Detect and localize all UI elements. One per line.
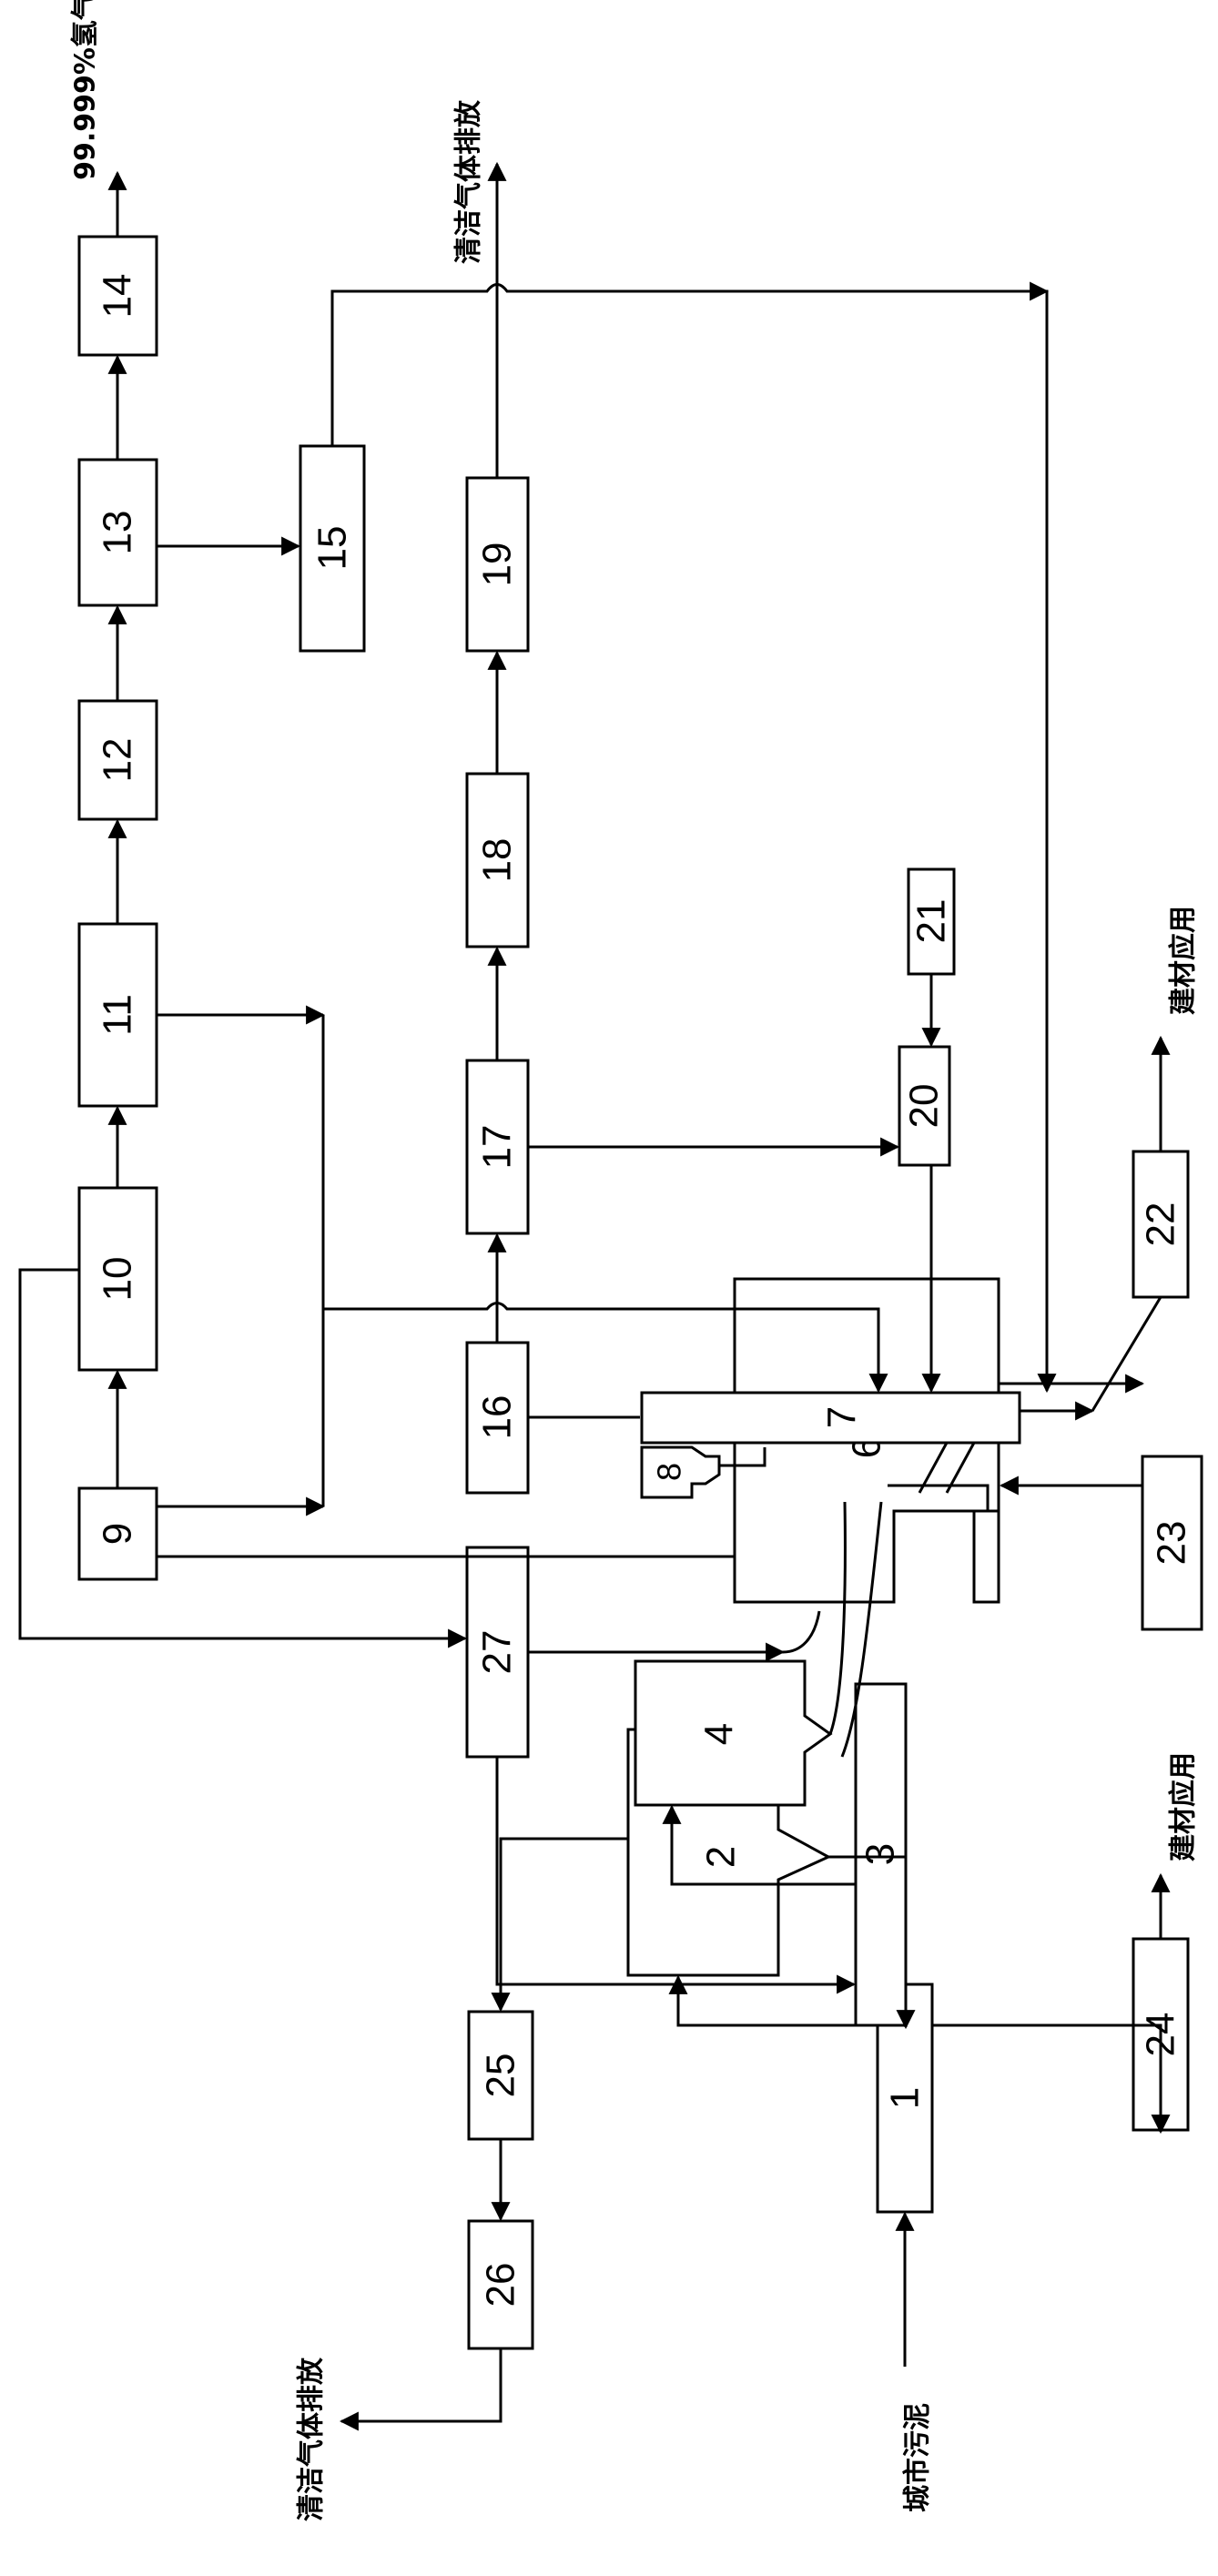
unit-11-label: 11 — [96, 994, 140, 1036]
label-building-material-22: 建材应用 — [1168, 906, 1200, 1015]
unit-19: 19 — [465, 476, 530, 653]
unit-26-label: 26 — [479, 2263, 523, 2307]
unit-7-label: 7 — [820, 1406, 865, 1428]
unit-9: 9 — [77, 1486, 158, 1581]
flow-5-to-6 — [888, 1484, 990, 1511]
unit-4-label: 4 — [697, 1723, 742, 1745]
unit-23-label: 23 — [1150, 1521, 1194, 1566]
unit-11: 11 — [77, 922, 158, 1108]
unit-19-label: 19 — [475, 543, 520, 587]
flow-27-to-6-b — [782, 1610, 821, 1654]
unit-26: 26 — [467, 2219, 534, 2350]
unit-25-label: 25 — [479, 2054, 523, 2098]
unit-17: 17 — [465, 1059, 530, 1235]
unit-15-label: 15 — [310, 526, 355, 571]
unit-21: 21 — [907, 867, 956, 976]
unit-13-label: 13 — [96, 511, 140, 555]
unit-16: 16 — [465, 1341, 530, 1495]
flow-6-leg — [972, 1511, 1000, 1604]
unit-18: 18 — [465, 772, 530, 948]
unit-16-label: 16 — [475, 1395, 520, 1440]
unit-15: 15 — [299, 444, 366, 653]
unit-20-label: 20 — [902, 1084, 947, 1129]
unit-13: 13 — [77, 458, 158, 607]
unit-22: 22 — [1132, 1150, 1190, 1299]
flow-26-to-clean-gas — [339, 2348, 502, 2431]
flow-8-to-6 — [719, 1447, 766, 1467]
unit-8: 8 — [640, 1445, 721, 1499]
label-clean-gas-bottom: 清洁气体排放 — [296, 2357, 328, 2521]
duct-4-to-5 — [828, 1501, 847, 1735]
link-6-7-b — [945, 1442, 976, 1494]
unit-14: 14 — [77, 235, 158, 357]
unit-3: 3 — [854, 1682, 908, 2027]
flow-1-to-2 — [668, 1974, 878, 2027]
unit-22-label: 22 — [1139, 1202, 1183, 1247]
label-building-material-24: 建材应用 — [1168, 1752, 1200, 1861]
link-6-7 — [918, 1442, 949, 1494]
unit-1-label: 1 — [883, 2087, 928, 2109]
unit-2-label: 2 — [699, 1846, 744, 1868]
unit-14-label: 14 — [96, 274, 140, 319]
unit-8-label: 8 — [651, 1463, 688, 1481]
flow-3-to-4 — [662, 1804, 856, 1886]
flow-27-to-3 — [495, 1757, 857, 1994]
flow-2-to-25 — [491, 1837, 628, 2013]
unit-9-label: 9 — [96, 1523, 140, 1545]
flow-10-to-27 — [18, 1268, 468, 1648]
unit-10-label: 10 — [96, 1257, 140, 1302]
unit-27-label: 27 — [475, 1630, 520, 1675]
unit-7: 7 — [640, 1391, 1021, 1445]
duct-4-to-5-b — [840, 1501, 883, 1758]
unit-17-label: 17 — [475, 1125, 520, 1170]
unit-23: 23 — [1141, 1455, 1203, 1631]
unit-4: 4 — [634, 1659, 833, 1807]
flow-2-to-3 — [828, 1855, 916, 2030]
label-clean-gas-top: 清洁气体排放 — [453, 99, 485, 264]
unit-12-label: 12 — [96, 738, 140, 783]
flow-7-to-22-b — [1091, 1296, 1162, 1412]
unit-25: 25 — [467, 2010, 534, 2141]
unit-3-label: 3 — [858, 1843, 903, 1865]
flow-15-to-7 — [330, 283, 1057, 1394]
unit-27: 27 — [465, 1546, 530, 1759]
unit-10: 10 — [77, 1186, 158, 1372]
unit-12: 12 — [77, 699, 158, 821]
unit-21-label: 21 — [909, 899, 954, 944]
flow-1-to-24 — [932, 2023, 1171, 2135]
label-input-sludge: 城市污泥 — [902, 2403, 934, 2512]
unit-20: 20 — [898, 1045, 951, 1167]
unit-18-label: 18 — [475, 838, 520, 883]
label-output-hydrogen: 99.999%氢气 — [70, 0, 102, 180]
